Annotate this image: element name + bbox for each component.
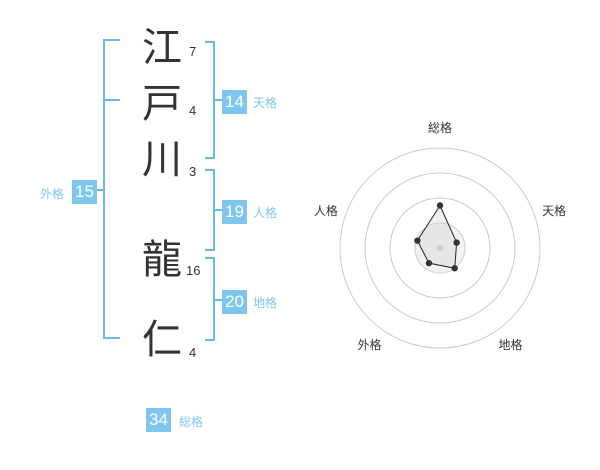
name-char-5: 仁 [142,317,182,363]
stroke-count-5: 4 [189,345,197,360]
radar-ring [339,147,541,349]
name-char-1: 江 [142,25,182,71]
soukaku-value-badge: 34 [146,408,171,432]
radar-axis-label: 外格 [357,337,381,352]
chikaku-value-badge: 20 [222,290,247,314]
radar-data [414,202,460,272]
radar-point [425,259,433,267]
stroke-count-1: 7 [189,44,197,59]
radar-ring [389,197,491,299]
tenkaku-value-badge: 14 [222,90,247,114]
name-char-3: 川 [142,137,182,183]
radar-axis-label: 天格 [542,203,566,218]
radar-point [451,265,458,272]
jinkaku-value-badge: 19 [222,200,247,224]
gaikaku-label: 外格 [40,187,65,201]
radar-point [436,202,444,209]
radar-series-polygon [416,204,458,269]
stroke-count-2: 4 [189,103,197,118]
name-char-2: 戸 [142,81,182,127]
radar-point [453,239,460,246]
name-char-4: 龍 [142,237,182,283]
jinkaku-label: 人格 [253,206,278,220]
radar-axis-label: 総格 [428,120,452,135]
radar-point [414,237,421,244]
gaikaku-value-badge: 15 [72,180,97,204]
stroke-count-3: 3 [189,164,197,179]
radar-ring [364,172,516,324]
stroke-count-4: 16 [186,263,201,278]
tenkaku-label: 天格 [253,96,278,110]
radar-axis-label: 地格 [499,337,523,352]
radar-center [437,245,443,251]
radar-axis-label: 人格 [314,203,338,218]
chikaku-label: 地格 [253,296,278,310]
soukaku-label: 総格 [179,415,204,429]
